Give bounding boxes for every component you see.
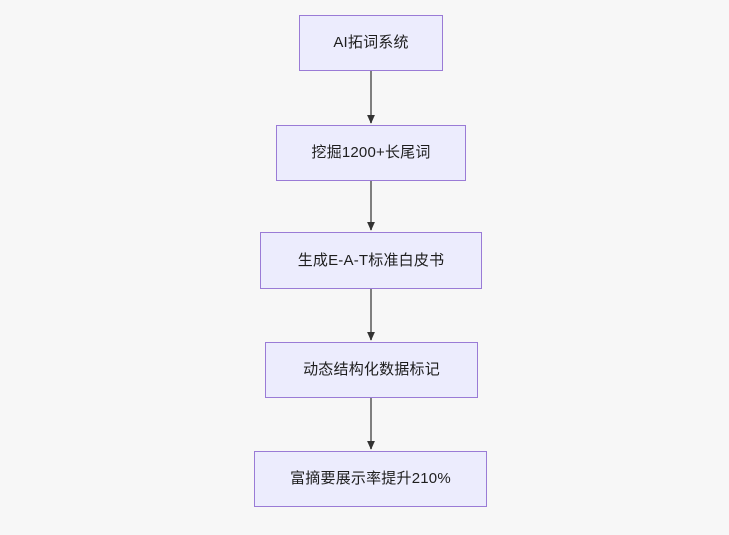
flow-node-label: 挖掘1200+长尾词 <box>311 144 431 161</box>
flow-node-label: 生成E-A-T标准白皮书 <box>297 251 445 269</box>
flow-node-label: AI拓词系统 <box>333 34 409 51</box>
flow-node-label: 动态结构化数据标记 <box>303 361 440 378</box>
flow-node-rich-snippet-impression-lift[interactable]: 富摘要展示率提升210% <box>254 451 487 507</box>
flow-node-generate-eat-whitepaper[interactable]: 生成E-A-T标准白皮书 <box>260 232 482 289</box>
flow-node-mine-longtail-keywords[interactable]: 挖掘1200+长尾词 <box>276 125 466 181</box>
flow-node-label: 富摘要展示率提升210% <box>290 470 451 487</box>
flow-node-ai-keyword-system[interactable]: AI拓词系统 <box>299 15 443 71</box>
flow-node-dynamic-structured-data-markup[interactable]: 动态结构化数据标记 <box>265 342 478 398</box>
